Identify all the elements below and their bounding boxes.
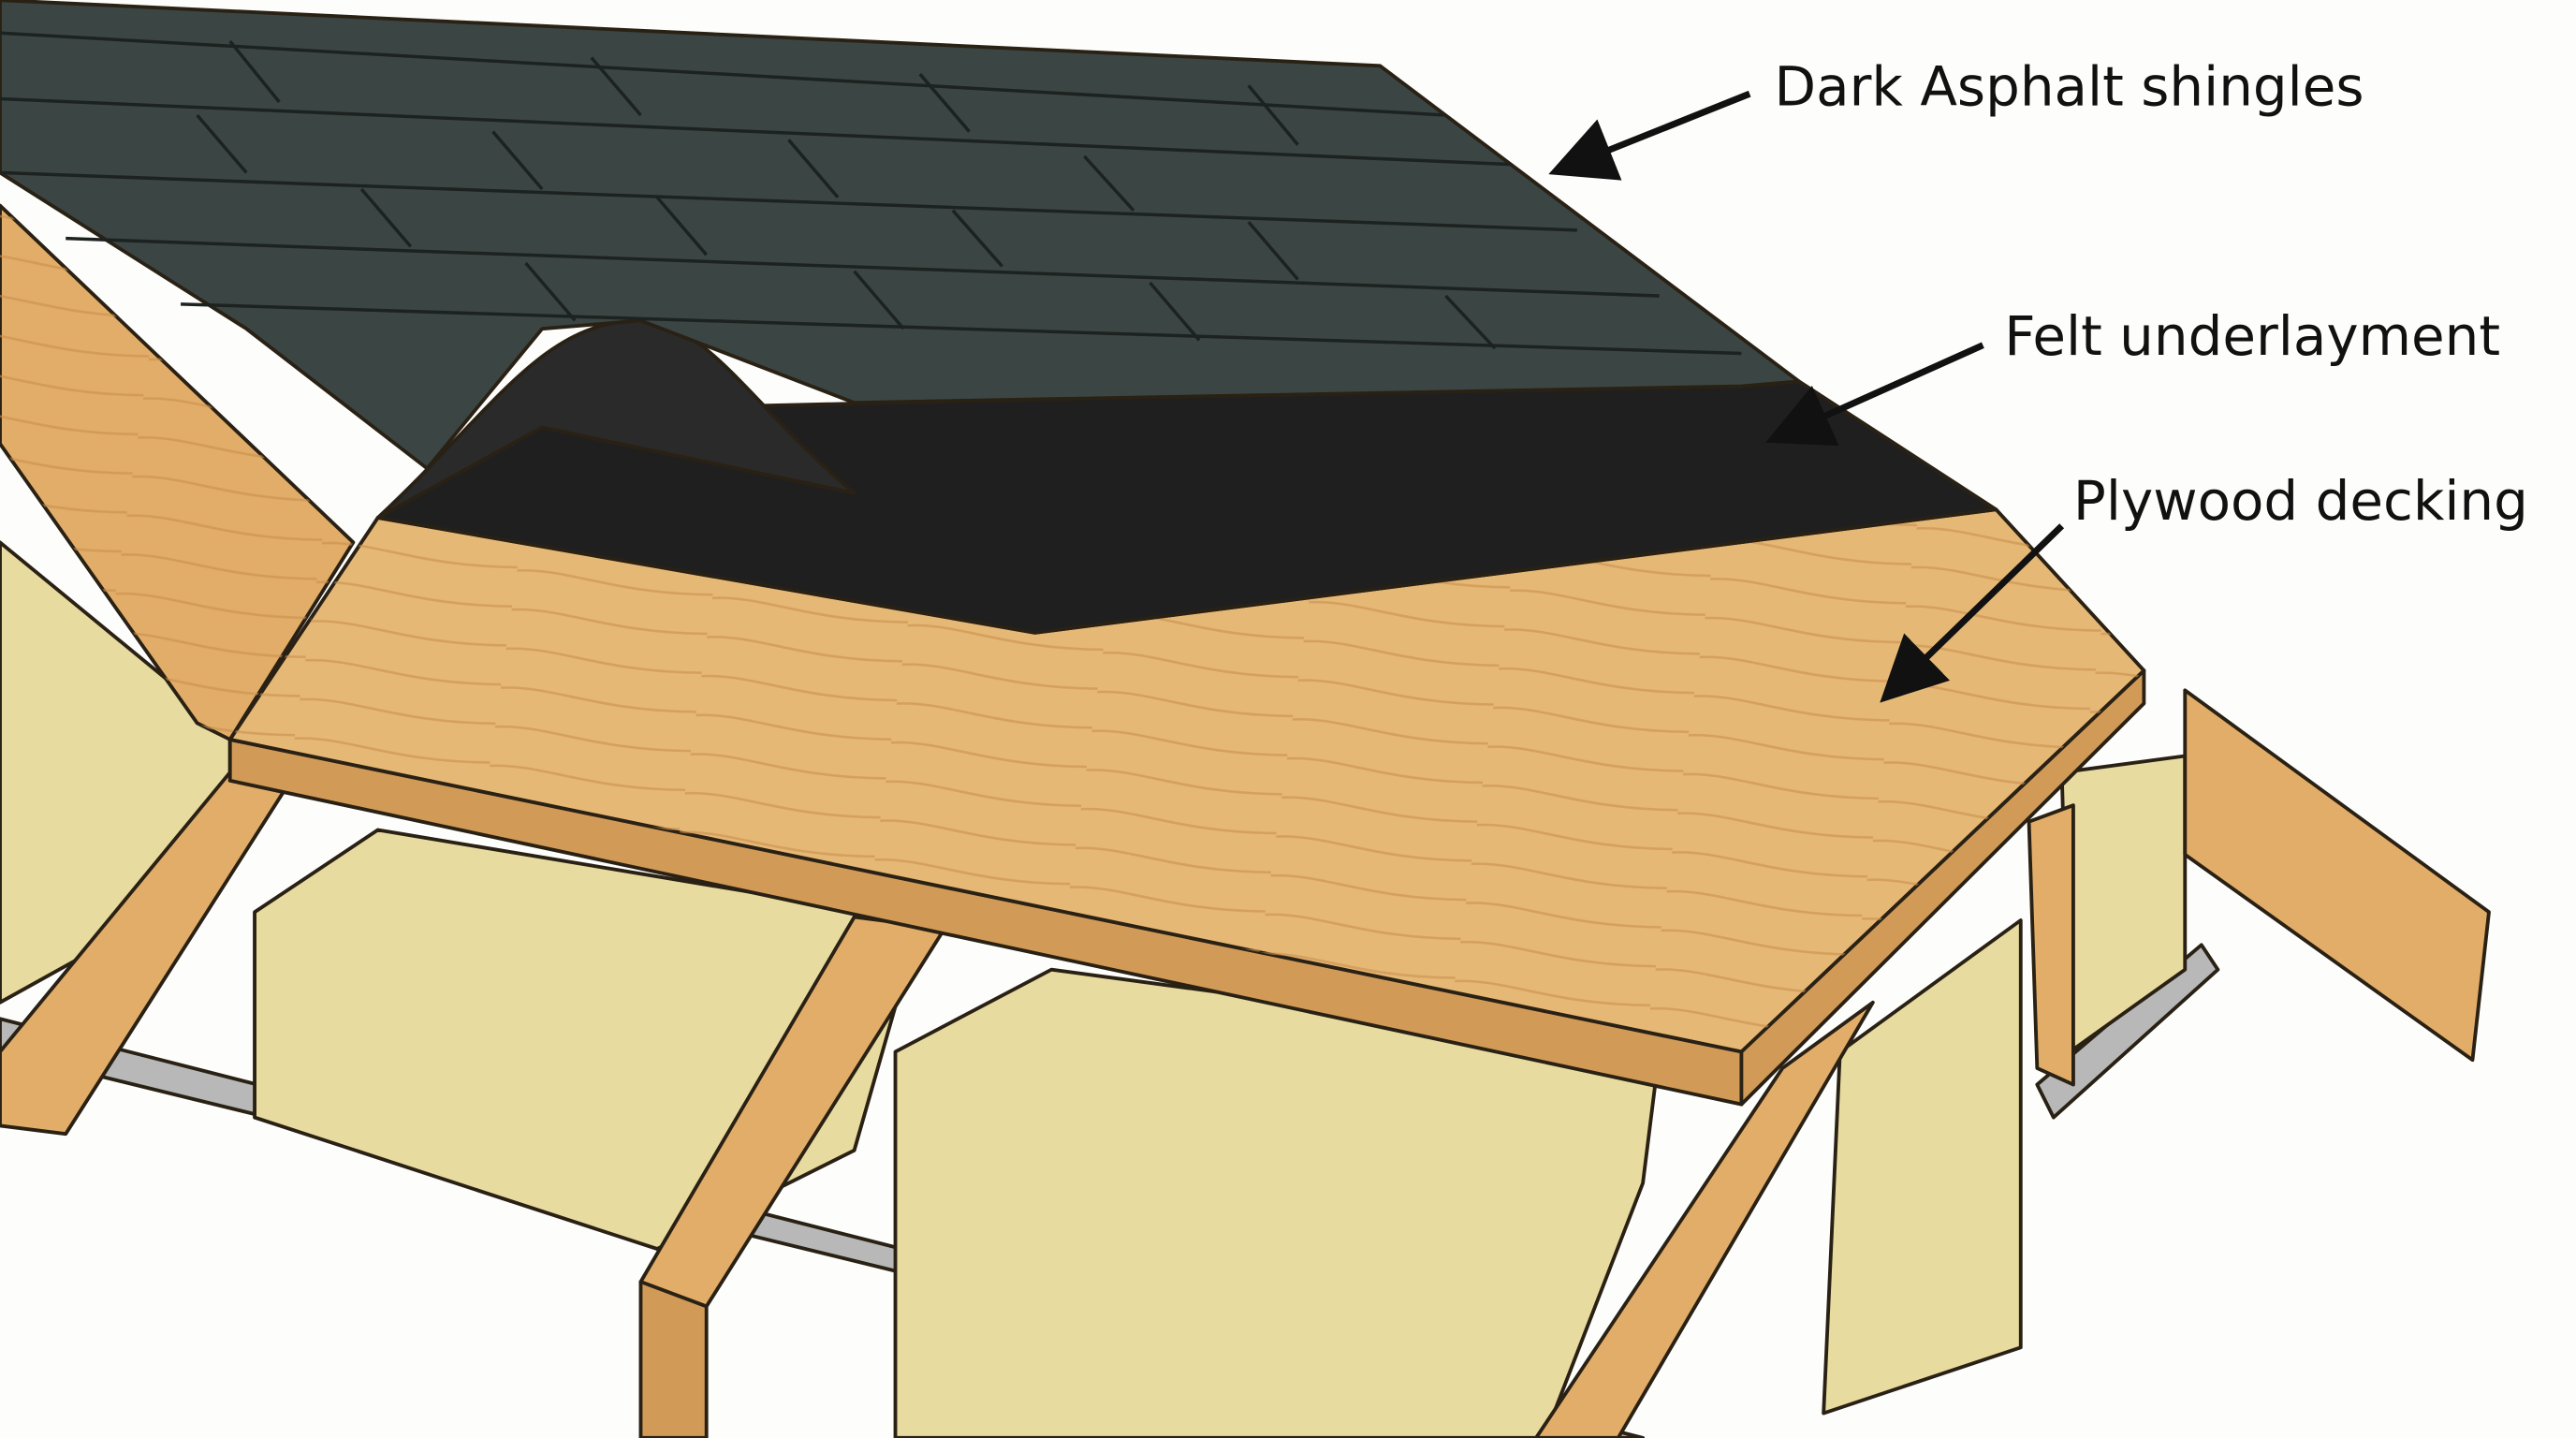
felt-underlayment — [375, 318, 1998, 635]
label-plywood-text: Plywood decking — [2073, 469, 2528, 533]
label-felt-text: Felt underlayment — [2004, 304, 2500, 368]
insulation — [0, 540, 2188, 1438]
left-rafter — [0, 203, 356, 741]
label-felt: Felt underlayment — [1765, 304, 2500, 447]
asphalt-shingles — [0, 0, 1801, 471]
label-shingles-text: Dark Asphalt shingles — [1775, 54, 2364, 118]
label-plywood: Plywood decking — [1880, 469, 2528, 703]
label-shingles: Dark Asphalt shingles — [1548, 54, 2364, 181]
plywood-decking — [227, 507, 2146, 1107]
arrow-plywood — [1880, 523, 2065, 703]
arrow-shingles — [1548, 90, 1751, 181]
arrow-felt — [1765, 342, 1984, 447]
